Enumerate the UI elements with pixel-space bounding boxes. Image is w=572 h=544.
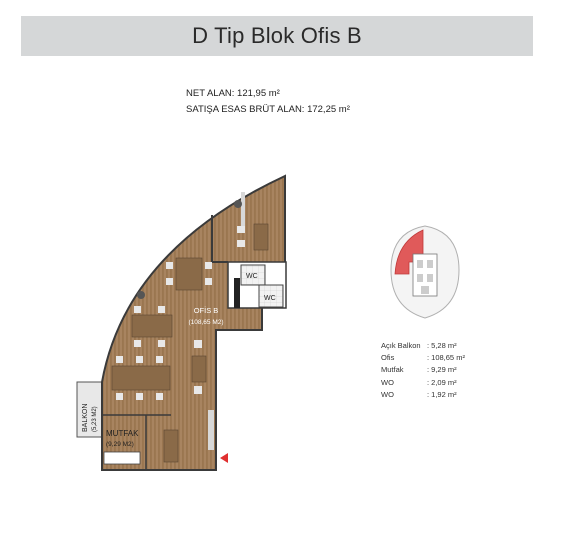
gross-area: SATIŞA ESAS BRÜT ALAN: 172,25 m² xyxy=(186,104,350,115)
desk-row xyxy=(111,365,171,391)
area-info: NET ALAN: 121,95 m² SATIŞA ESAS BRÜT ALA… xyxy=(186,86,350,118)
legend-value: : 1,92 m² xyxy=(427,389,457,399)
chair xyxy=(134,340,141,347)
wc-2-label: WC xyxy=(264,295,276,302)
office-floor xyxy=(101,174,286,471)
chair xyxy=(205,278,212,285)
kitchen-counter xyxy=(103,451,141,465)
balcony-label: BALKON xyxy=(82,404,89,432)
legend-row: Ofis : 108,65 m² xyxy=(381,352,465,364)
core-cell xyxy=(417,260,423,268)
desk xyxy=(253,223,269,251)
core-cell xyxy=(417,274,423,282)
legend-key: WO xyxy=(381,377,394,387)
key-plan-highlight xyxy=(394,229,424,275)
office-area: (108,65 M2) xyxy=(188,319,223,326)
kitchen-table xyxy=(163,429,179,463)
chair xyxy=(237,226,245,233)
kitchen-area: (9,29 M2) xyxy=(106,441,134,448)
meeting-table xyxy=(175,257,203,291)
legend-key: WO xyxy=(381,389,394,399)
area-legend: Açık Balkon : 5,28 m² Ofis : 108,65 m² M… xyxy=(381,340,465,401)
plant xyxy=(137,291,145,299)
chair xyxy=(158,340,165,347)
legend-row: Açık Balkon : 5,28 m² xyxy=(381,340,465,352)
legend-value: : 9,29 m² xyxy=(427,365,457,375)
chair xyxy=(136,356,143,363)
chair xyxy=(166,262,173,269)
legend-value: : 2,09 m² xyxy=(427,377,457,387)
chair xyxy=(237,240,245,247)
core-cell xyxy=(427,260,433,268)
chair xyxy=(116,393,123,400)
core-cell xyxy=(421,286,429,294)
chair xyxy=(156,393,163,400)
core-cell xyxy=(427,274,433,282)
legend-value: : 108,65 m² xyxy=(427,353,465,363)
chair xyxy=(166,278,173,285)
legend-value: : 5,28 m² xyxy=(427,341,457,350)
legend-row: WO : 1,92 m² xyxy=(381,389,465,401)
shelf xyxy=(241,192,245,232)
office-label: OFİS B xyxy=(194,306,219,315)
plant xyxy=(234,200,242,208)
wc-1 xyxy=(240,264,266,286)
legend-key: Ofis xyxy=(381,353,395,363)
legend-row: Mutfak : 9,29 m² xyxy=(381,364,465,376)
entrance-marker-icon xyxy=(220,453,228,463)
cabinet xyxy=(234,278,240,308)
legend-key: Mutfak xyxy=(381,365,404,375)
floor-plan: WC WC OFİS B (108,65 M2) BALKON (5,23 M2… xyxy=(76,174,287,471)
chair xyxy=(158,306,165,313)
wc-1-label: WC xyxy=(246,273,258,280)
chair xyxy=(194,386,202,394)
desk xyxy=(191,355,207,383)
shelf xyxy=(208,410,214,450)
legend-key: Açık Balkon xyxy=(381,341,421,350)
chair xyxy=(205,262,212,269)
chair xyxy=(194,340,202,348)
chair xyxy=(134,306,141,313)
title-bar: D Tip Blok Ofis B xyxy=(21,16,533,56)
key-plan xyxy=(390,225,460,319)
kitchen-label: MUTFAK xyxy=(106,429,139,438)
chair xyxy=(116,356,123,363)
chair xyxy=(156,356,163,363)
balcony-area xyxy=(76,381,103,438)
balcony-area: (5,23 M2) xyxy=(92,406,98,432)
legend-row: WO : 2,09 m² xyxy=(381,377,465,389)
page-title: D Tip Blok Ofis B xyxy=(192,23,362,48)
desk-cluster xyxy=(131,314,173,338)
chair xyxy=(136,393,143,400)
wc-2 xyxy=(258,284,284,308)
net-area: NET ALAN: 121,95 m² xyxy=(186,88,280,99)
